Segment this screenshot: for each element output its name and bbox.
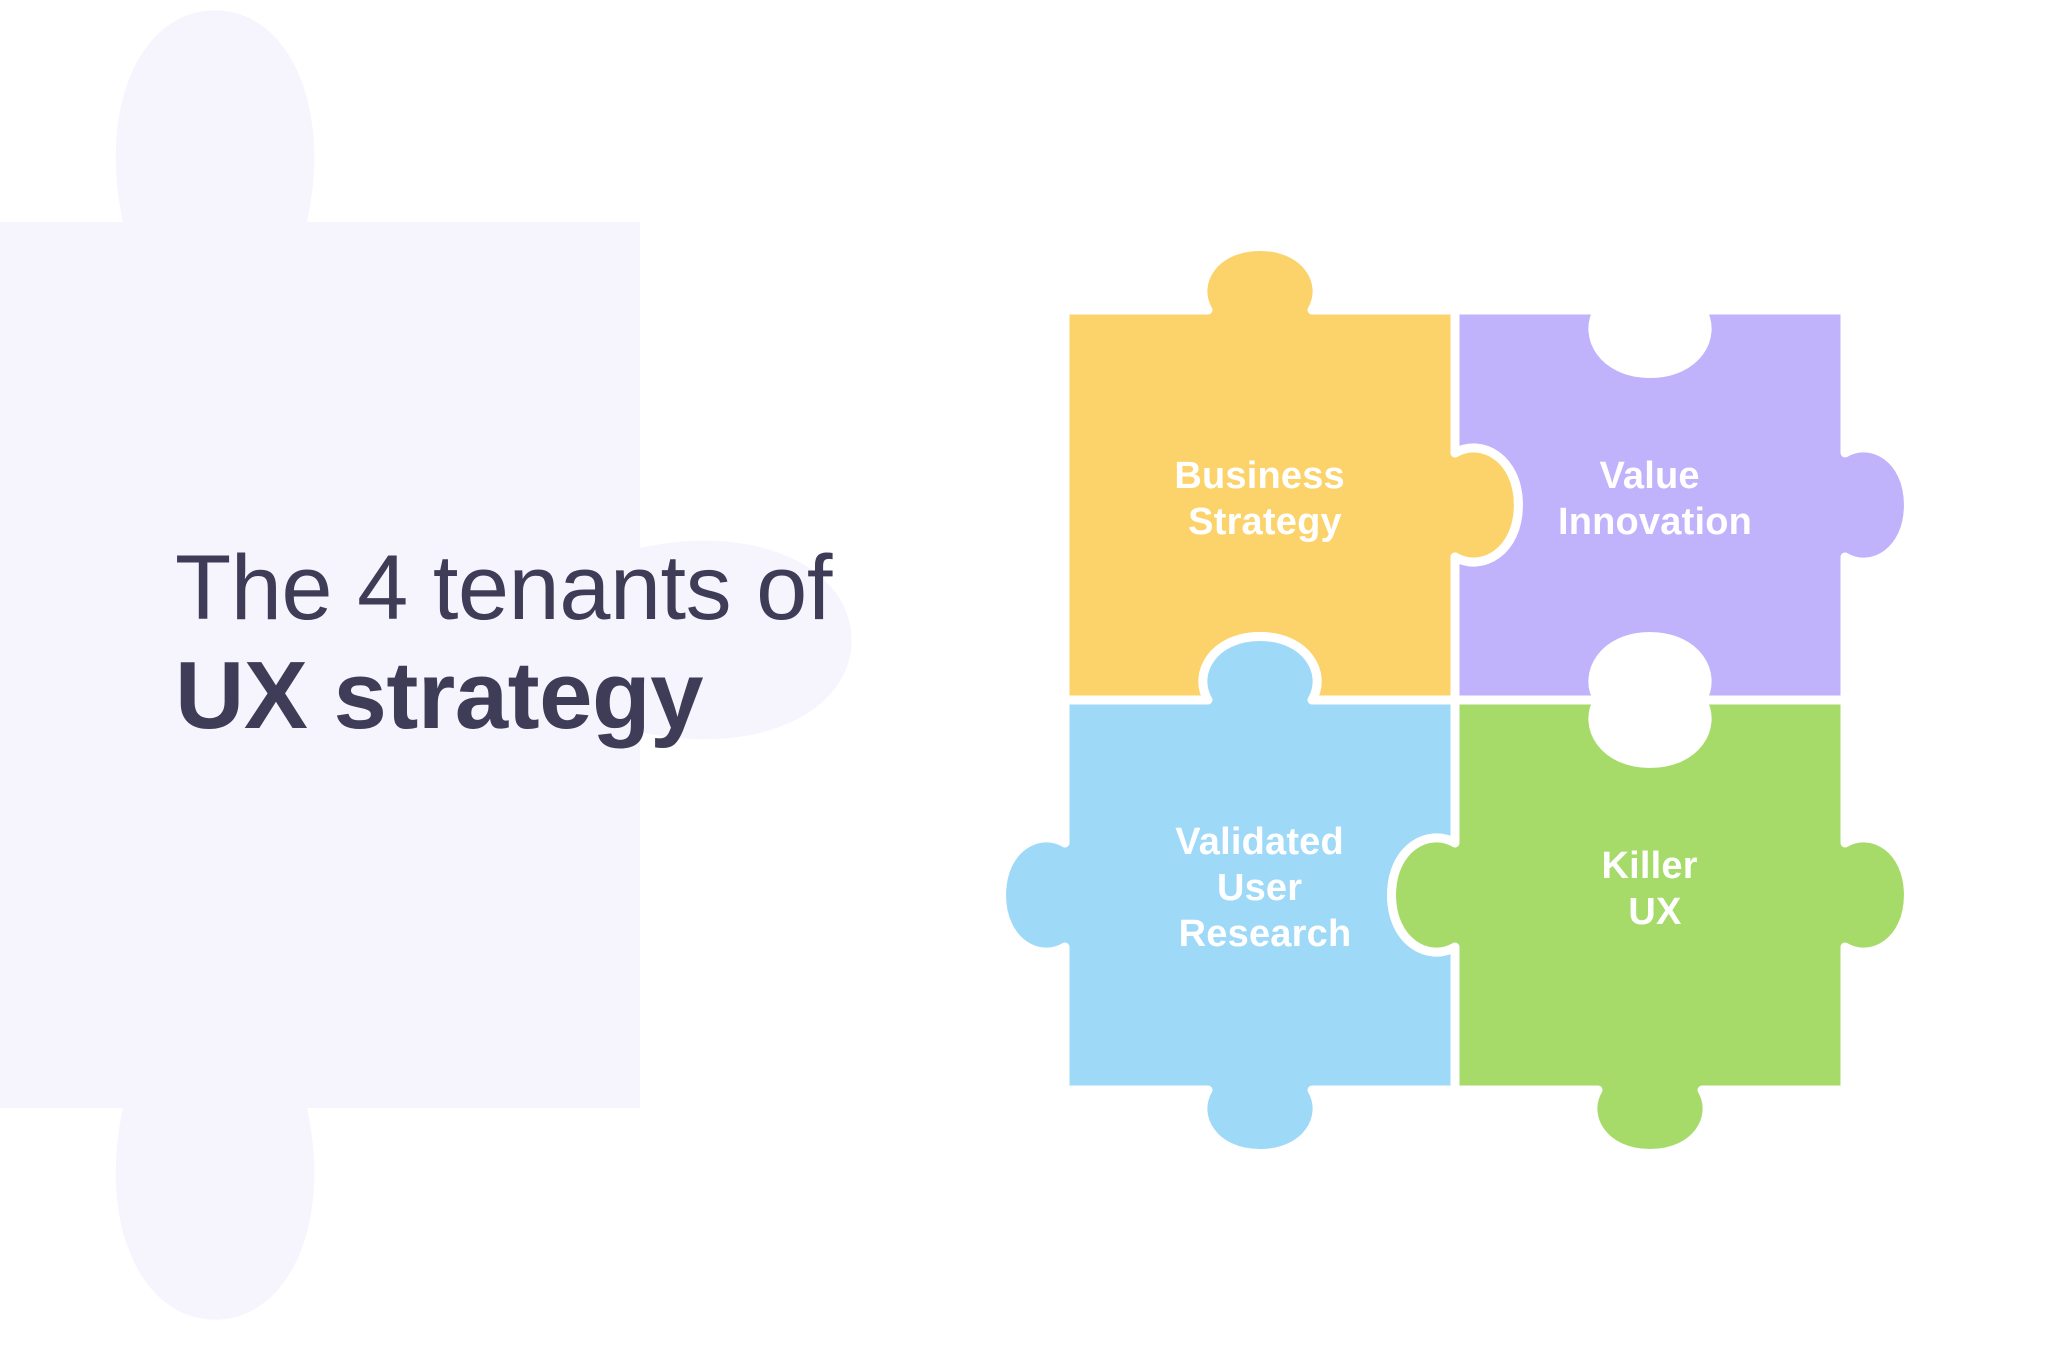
puzzle-piece-value-innovation-label: Value Innovation xyxy=(1558,455,1752,543)
label-line: Strategy xyxy=(1188,501,1342,543)
page-title: The 4 tenants of UX strategy xyxy=(175,540,1075,754)
label-line: Innovation xyxy=(1558,501,1752,543)
label-line: User xyxy=(1217,867,1302,909)
label-line: Value xyxy=(1599,455,1699,497)
label-line: Validated xyxy=(1175,821,1344,863)
label-line: Business xyxy=(1174,455,1345,497)
puzzle-piece-validated-user-research-label: Validated User Research xyxy=(1175,821,1354,955)
puzzle-piece-business-strategy-label: Business Strategy xyxy=(1174,455,1355,543)
label-line: Killer xyxy=(1601,845,1697,887)
puzzle-diagram: Business Strategy Value Innovation Valid… xyxy=(997,242,1913,1158)
headline-line-2: UX strategy xyxy=(175,641,704,749)
headline-line-1: The 4 tenants of xyxy=(175,537,832,639)
puzzle-piece-killer-ux[interactable]: Killer UX xyxy=(1387,695,1913,1158)
puzzle-piece-value-innovation[interactable]: Value Innovation xyxy=(1450,305,1913,705)
puzzle-piece-killer-ux-label: Killer UX xyxy=(1601,845,1708,933)
puzzle-piece-business-strategy[interactable]: Business Strategy xyxy=(1060,242,1523,705)
label-line: UX xyxy=(1628,891,1682,933)
puzzle-piece-killer-ux-shape[interactable] xyxy=(1387,695,1913,1158)
puzzle-piece-validated-user-research[interactable]: Validated User Research xyxy=(997,632,1460,1158)
label-line: Research xyxy=(1179,913,1352,955)
